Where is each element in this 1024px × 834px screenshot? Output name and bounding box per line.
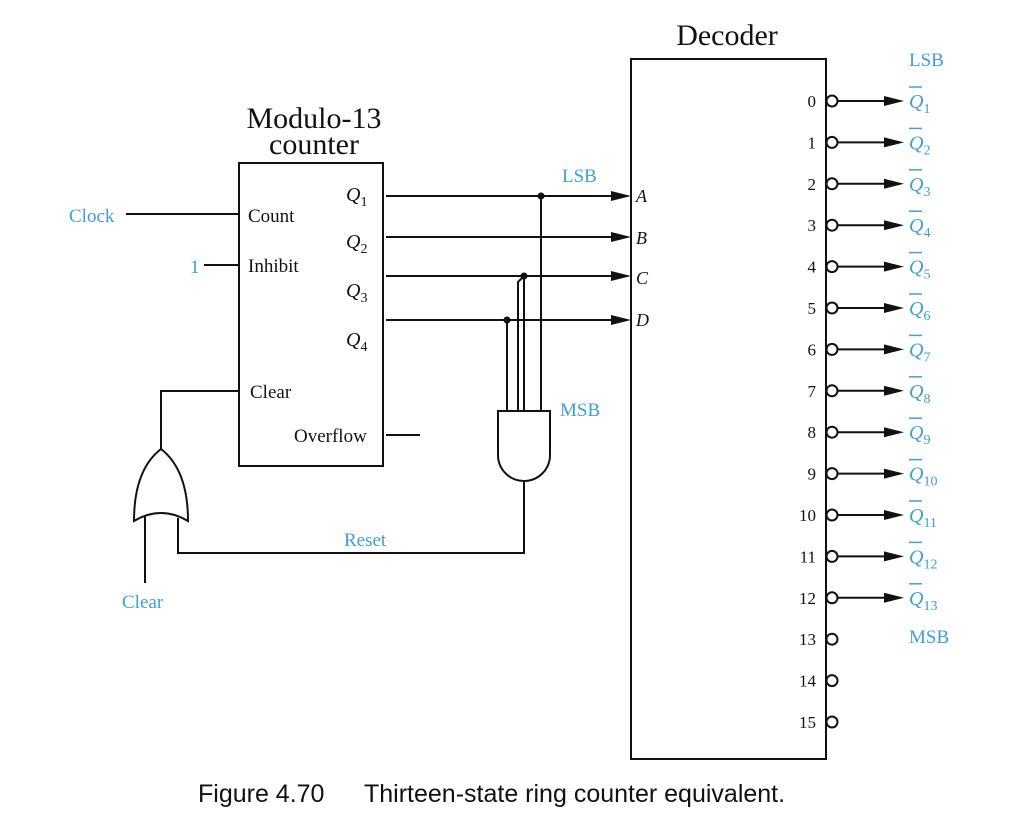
- decoder-pin-label: 11: [800, 547, 816, 566]
- arrow-c: [611, 271, 631, 281]
- decoder-pin-label: 4: [808, 258, 817, 277]
- output-arrow: [884, 427, 904, 438]
- q-bar-output-label: Q4: [909, 215, 930, 241]
- output-arrow: [884, 510, 904, 520]
- decoder-pin-label: 1: [808, 133, 817, 152]
- output-arrow: [884, 303, 904, 313]
- output-arrow: [884, 220, 904, 231]
- decoder-pin-label: 15: [799, 713, 816, 732]
- clear-input-label: Clear: [122, 592, 164, 613]
- msb-output-label: MSB: [909, 627, 949, 648]
- inversion-bubble: [825, 135, 839, 149]
- arrow-b: [611, 232, 631, 242]
- inversion-bubble: [825, 94, 839, 108]
- counter-pin-overflow: Overflow: [294, 426, 367, 447]
- decoder-input-c: C: [636, 268, 649, 288]
- inversion-bubble: [825, 715, 839, 729]
- output-arrow: [884, 96, 904, 106]
- decoder-pin-label: 2: [808, 175, 817, 194]
- decoder-pin-label: 12: [799, 589, 816, 608]
- lsb-output-label: LSB: [909, 50, 944, 71]
- decoder-input-d: D: [635, 310, 649, 330]
- inversion-bubble: [825, 301, 839, 315]
- decoder-pin-label: 14: [799, 672, 817, 691]
- or-gate: [132, 447, 190, 523]
- decoder-block: [630, 58, 827, 760]
- decoder-input-a: A: [635, 186, 648, 206]
- inversion-bubble: [825, 674, 839, 688]
- clock-label: Clock: [69, 206, 115, 227]
- output-arrow: [884, 551, 904, 562]
- output-arrow: [884, 178, 904, 189]
- counter-title-line1: Modulo-13: [247, 102, 382, 135]
- decoder-title: Decoder: [676, 19, 778, 52]
- q-bar-output-label: Q13: [909, 588, 937, 614]
- counter-title-line2: counter: [269, 128, 359, 161]
- decoder-pin-label: 6: [808, 340, 817, 359]
- decoder-pin-label: 3: [808, 216, 817, 235]
- counter-output-q3: Q3: [346, 280, 367, 306]
- output-arrow: [884, 344, 904, 355]
- q-bar-output-label: Q12: [909, 546, 937, 572]
- decoder-pin-label: 7: [808, 382, 817, 401]
- q-bar-output-label: Q7: [909, 339, 930, 365]
- inversion-bubble: [825, 425, 839, 439]
- q-bar-output-label: Q2: [909, 132, 930, 158]
- q-bar-output-label: Q9: [909, 422, 930, 448]
- q-bar-output-label: Q3: [909, 174, 930, 200]
- output-arrow: [884, 261, 904, 272]
- output-arrow: [884, 592, 904, 603]
- counter-block: [238, 162, 384, 467]
- and-gate: [497, 410, 551, 482]
- inversion-bubble: [825, 549, 839, 563]
- decoder-pin-label: 5: [808, 299, 817, 318]
- counter-output-q4: Q4: [346, 329, 367, 355]
- decoder-input-b: B: [636, 228, 647, 248]
- figure-caption: Thirteen-state ring counter equivalent.: [364, 780, 785, 808]
- q-bar-output-label: Q11: [909, 505, 937, 531]
- inversion-bubble: [825, 591, 839, 605]
- counter-pin-inhibit: Inhibit: [248, 256, 299, 277]
- output-arrow: [884, 137, 904, 148]
- counter-output-q1: Q1: [346, 184, 367, 210]
- q-bar-output-label: Q10: [909, 464, 937, 490]
- inversion-bubble: [825, 467, 839, 481]
- arrow-a: [611, 191, 631, 201]
- inversion-bubble: [825, 384, 839, 398]
- inhibit-value-label: 1: [190, 257, 200, 278]
- counter-pin-count: Count: [248, 206, 295, 227]
- reset-label: Reset: [344, 530, 387, 551]
- inversion-bubble: [825, 260, 839, 274]
- q-bar-output-label: Q1: [909, 91, 930, 117]
- tap-q3-lower: [517, 275, 525, 411]
- decoder-pin-label: 8: [808, 423, 817, 442]
- output-arrow: [884, 385, 904, 396]
- figure-number: Figure 4.70: [198, 780, 324, 808]
- decoder-pin-label: 13: [799, 630, 816, 649]
- inversion-bubble: [825, 177, 839, 191]
- decoder-pin-label: 9: [808, 465, 817, 484]
- msb-and-label: MSB: [560, 400, 600, 421]
- q-bar-output-label: Q8: [909, 381, 930, 407]
- lsb-input-label: LSB: [562, 166, 597, 187]
- inversion-bubble: [825, 508, 839, 522]
- decoder-pin-label: 10: [799, 506, 816, 525]
- counter-output-q2: Q2: [346, 231, 367, 257]
- counter-pin-clear: Clear: [250, 382, 292, 403]
- inversion-bubble: [825, 342, 839, 356]
- inversion-bubble: [825, 632, 839, 646]
- q-bar-output-label: Q6: [909, 298, 930, 324]
- or-to-clear-wire: [160, 390, 239, 449]
- output-arrow: [884, 468, 904, 479]
- q-bar-output-label: Q5: [909, 257, 930, 283]
- decoder-pin-label: 0: [808, 92, 817, 111]
- arrow-d: [611, 315, 631, 325]
- inversion-bubble: [825, 218, 839, 232]
- reset-wire: [177, 481, 525, 554]
